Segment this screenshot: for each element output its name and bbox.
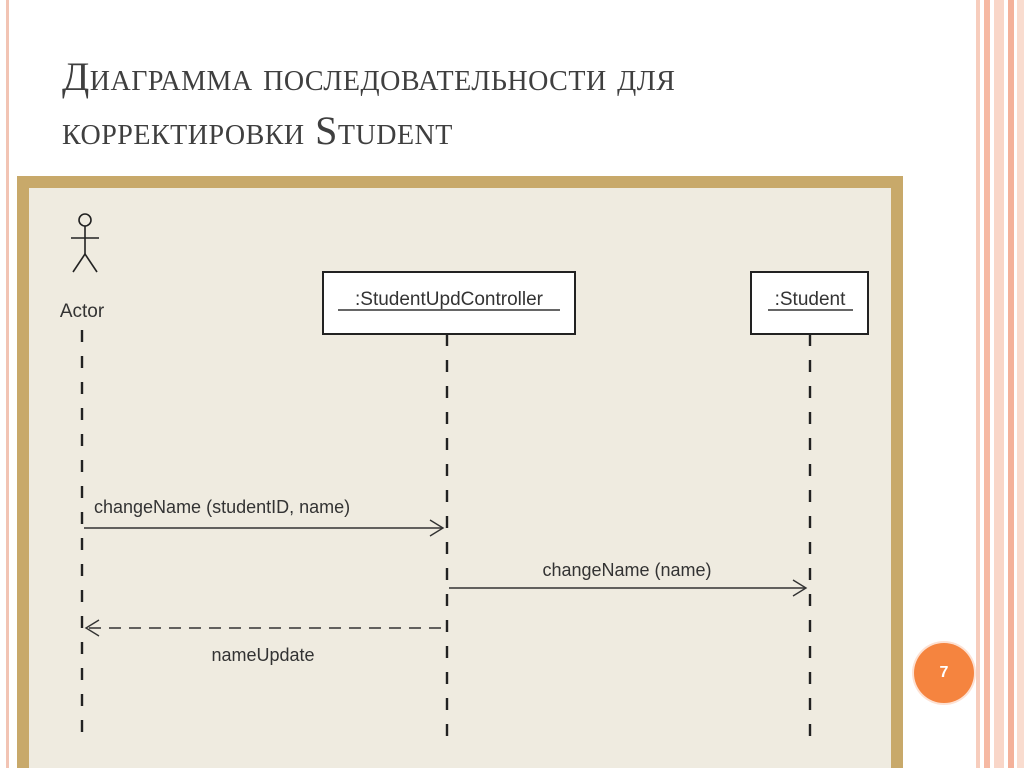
diagram-frame: Actor :StudentUpdController :Student [17,176,903,768]
right-bar-5 [1017,0,1024,768]
sequence-diagram: Actor :StudentUpdController :Student [60,213,869,738]
actor-figure [71,213,99,273]
controller-label: :StudentUpdController [355,289,544,310]
message-3-arrowhead [84,619,100,637]
student-box [750,271,869,335]
actor-right-leg [84,253,98,273]
message-1-label: changeName (studentID, name) [94,497,350,517]
message-2-label: changeName (name) [542,560,711,580]
object-box-student: :Student [750,271,869,335]
right-bar-1 [976,0,980,768]
slide-title: Диаграмма последовательности для коррект… [62,54,676,153]
right-decorative-bars [976,0,1024,768]
right-bar-3 [994,0,1004,768]
right-bar-4 [1008,0,1014,768]
actor-label: Actor [60,301,105,322]
actor-head [78,213,92,227]
page-number-badge: 7 [914,643,974,703]
object-box-controller: :StudentUpdController [322,271,576,335]
message-3-label: nameUpdate [211,645,314,665]
controller-box [322,271,576,335]
message-1-arrowhead [429,519,445,537]
message-2-arrowhead [792,579,808,597]
right-bar-2 [984,0,990,768]
left-border-line [6,0,9,768]
sequence-diagram-canvas: Actor :StudentUpdController :Student [29,188,891,768]
actor-left-leg [72,253,86,273]
student-label: :Student [775,289,846,310]
page-number: 7 [939,664,949,681]
